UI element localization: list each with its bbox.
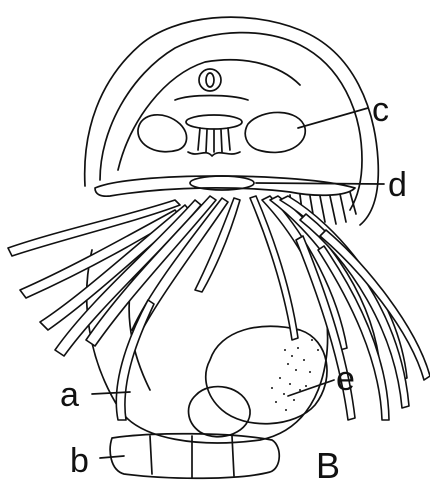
label-a: a [60,378,79,412]
leader-b [100,456,124,458]
manubrium-upper [175,96,248,101]
lobe-center [189,387,251,437]
manubrium-disc [186,115,242,129]
label-d: d [388,168,407,202]
label-e: e [336,362,355,396]
gonad-right [245,112,305,152]
mouth-ring-inner [206,73,214,87]
bell-margin [95,176,355,196]
panel-label: B [316,448,340,484]
manubrium-stalk [198,128,230,152]
leader-e [288,380,334,396]
leader-d [256,183,384,184]
label-b: b [70,444,89,478]
gonad-left [138,115,187,152]
stipple-e [271,339,319,411]
label-c: c [372,93,389,127]
